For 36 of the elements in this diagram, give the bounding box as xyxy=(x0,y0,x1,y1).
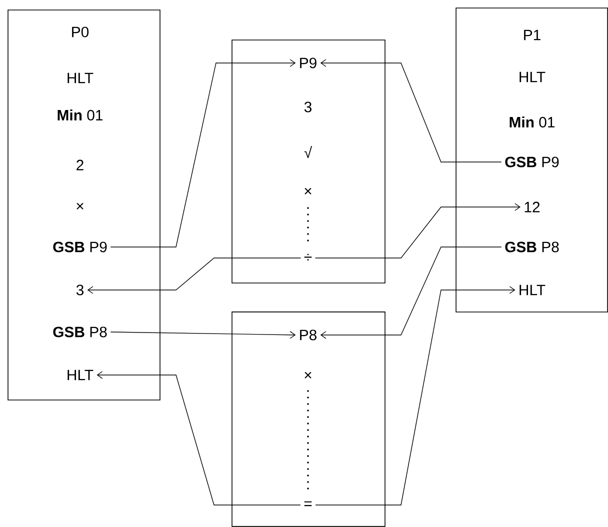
step-label: × xyxy=(304,188,312,194)
step-label: 12 xyxy=(524,202,540,212)
step-label: Min 01 xyxy=(510,116,555,128)
arrow xyxy=(320,246,502,339)
arrow xyxy=(110,331,296,339)
step-label: × xyxy=(76,202,84,210)
step-label: P8 xyxy=(300,330,316,340)
step-label: HLT xyxy=(520,284,546,296)
step-label: HLT xyxy=(68,72,94,84)
arrow xyxy=(96,371,301,506)
step-label: GSB P8 xyxy=(53,326,107,338)
program-box xyxy=(8,10,160,400)
step-label: 2 xyxy=(76,160,84,170)
arrow xyxy=(110,59,296,248)
step-label: P9 xyxy=(300,58,316,68)
step-label: GSB P9 xyxy=(505,156,559,168)
arrow xyxy=(315,286,516,506)
program-box xyxy=(232,40,386,284)
step-label: √ xyxy=(304,146,312,158)
arrow xyxy=(314,203,520,258)
step-label: GSB P9 xyxy=(53,242,107,252)
arrow xyxy=(320,59,502,162)
program-box xyxy=(232,312,386,527)
step-label: HLT xyxy=(68,370,94,380)
step-label: ÷ xyxy=(304,254,312,261)
program-box xyxy=(456,8,608,312)
step-label: × xyxy=(304,372,312,378)
step-label: P0 xyxy=(72,26,89,38)
step-label: Min 01 xyxy=(58,110,103,120)
step-label: = xyxy=(304,501,312,506)
arrow xyxy=(87,258,302,294)
step-label: HLT xyxy=(520,72,546,82)
step-label: GSB P8 xyxy=(505,242,559,252)
step-label: P1 xyxy=(524,30,540,40)
step-label: 3 xyxy=(304,102,312,112)
step-label: 3 xyxy=(76,284,84,296)
